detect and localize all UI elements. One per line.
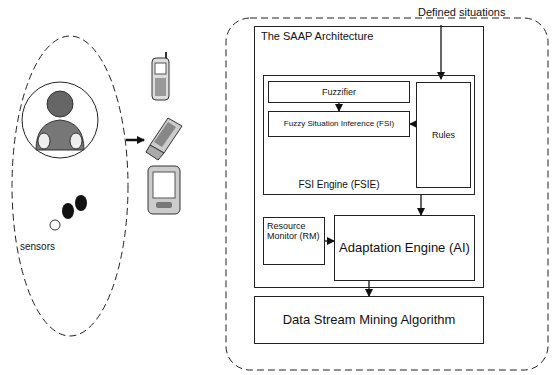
input-arrow bbox=[440, 25, 441, 79]
engine-box: FSI Engine (FSIE) FuzzifierFuzzy Situatio… bbox=[263, 75, 475, 195]
flow-arrow bbox=[325, 240, 334, 241]
box-label: Adaptation Engine (AI) bbox=[337, 241, 472, 256]
sensor-label: sensors bbox=[20, 241, 55, 253]
box-label: Resource Monitor (RM) bbox=[267, 221, 321, 242]
process-box: Fuzzy Situation Inference (FSI) bbox=[268, 111, 410, 137]
pda bbox=[148, 166, 180, 214]
flow-arrow bbox=[368, 281, 369, 296]
algorithm-box: Data Stream Mining Algorithm bbox=[254, 296, 484, 344]
process-box: Fuzzifier bbox=[268, 81, 410, 103]
monitor-box: Resource Monitor (RM) bbox=[263, 217, 325, 265]
architecture-box: The SAAP ArchitectureFSI Engine (FSIE) Fu… bbox=[254, 26, 484, 288]
flow-arrow bbox=[338, 103, 339, 111]
box-label: Fuzzy Situation Inference (FSI) bbox=[271, 119, 407, 128]
person-icon bbox=[22, 82, 98, 158]
input-label: Defined situations bbox=[418, 6, 505, 19]
engine-box: Adaptation Engine (AI) bbox=[334, 215, 475, 281]
system-region bbox=[226, 18, 548, 370]
box-label: Data Stream Mining Algorithm bbox=[257, 313, 481, 328]
user-region bbox=[12, 36, 128, 336]
box-label: FSI Engine (FSIE) bbox=[264, 179, 414, 191]
box-label: Rules bbox=[419, 130, 468, 140]
flip-phone bbox=[146, 118, 182, 160]
sensor-dots bbox=[50, 195, 87, 230]
flow-arrow bbox=[420, 195, 421, 215]
box-label: Fuzzifier bbox=[271, 87, 407, 97]
box-label: The SAAP Architecture bbox=[261, 30, 373, 43]
user-arrow bbox=[126, 139, 144, 142]
mobile-phone bbox=[152, 52, 169, 100]
rules-box: Rules bbox=[416, 82, 471, 188]
